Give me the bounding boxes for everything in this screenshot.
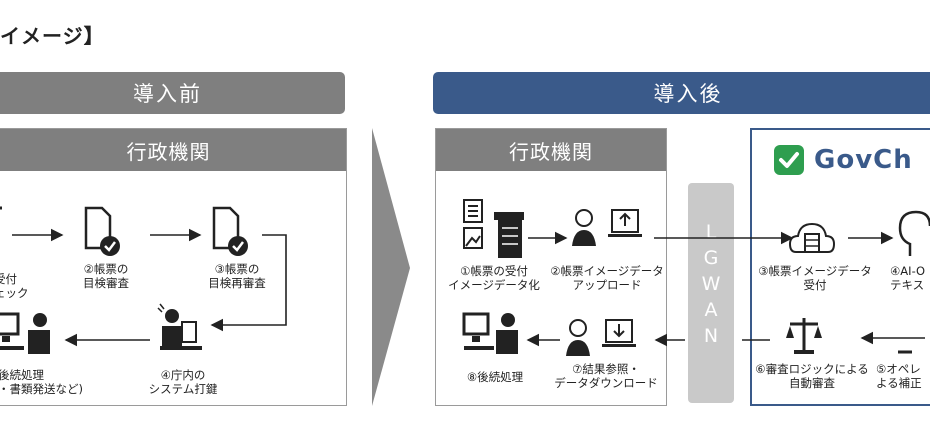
- before-panel: [0, 128, 347, 406]
- after-panel: [435, 128, 667, 406]
- document-check-icon: [212, 206, 248, 256]
- lgwan-letter: A: [704, 299, 718, 321]
- person-upload-icon: [572, 209, 642, 246]
- step-label: ②帳票の目検審査: [83, 262, 129, 290]
- step-label: 後続処理・書類発送など): [0, 368, 83, 396]
- after-banner: 導入後: [433, 72, 930, 114]
- step-label: ③帳票イメージデータ受付: [758, 264, 872, 292]
- step-label: 受付ェック: [0, 272, 29, 300]
- step-label: ⑦結果参照・データダウンロード: [554, 362, 658, 390]
- lgwan-letter: L: [705, 221, 717, 243]
- lgwan-letter: G: [703, 247, 719, 269]
- checkbox-logo-icon: [774, 145, 804, 175]
- document-check-icon: [84, 206, 120, 256]
- lgwan-bar: L G W A N: [688, 183, 734, 403]
- step-label: ⑧後続処理: [466, 370, 524, 384]
- person-download-icon: [566, 319, 636, 356]
- step-label: ⑥審査ロジックによる自動審査: [755, 362, 869, 390]
- cloud-server-icon: [788, 222, 836, 253]
- ai-head-icon: [898, 210, 930, 256]
- after-org-header: 行政機関: [436, 129, 666, 171]
- before-org-header: 行政機関: [0, 129, 346, 171]
- lgwan-letter: W: [701, 273, 721, 295]
- step-label: ②帳票イメージデータアップロード: [550, 264, 664, 292]
- desk-worker-icon: [462, 312, 518, 354]
- step-label: ④庁内のシステム打鍵: [148, 368, 218, 396]
- scales-icon: [786, 318, 822, 354]
- transition-chevron: [372, 128, 410, 406]
- arrow: [210, 234, 287, 332]
- before-banner: 導入前: [0, 72, 345, 114]
- page-title: イメージ】: [0, 24, 105, 48]
- step-label: ①帳票の受付イメージデータ化: [448, 264, 540, 292]
- scanner-docs-icon: [463, 199, 524, 258]
- desk-worker-icon: [0, 312, 50, 354]
- typing-person-icon: [157, 303, 202, 350]
- govch-logo: GovCh: [772, 143, 913, 177]
- lgwan-letter: N: [703, 325, 719, 347]
- step-label: ③帳票の目検再審査: [208, 262, 266, 290]
- step-label: ⑤オペレよる補正: [876, 362, 922, 390]
- brand-name: GovCh: [814, 145, 913, 175]
